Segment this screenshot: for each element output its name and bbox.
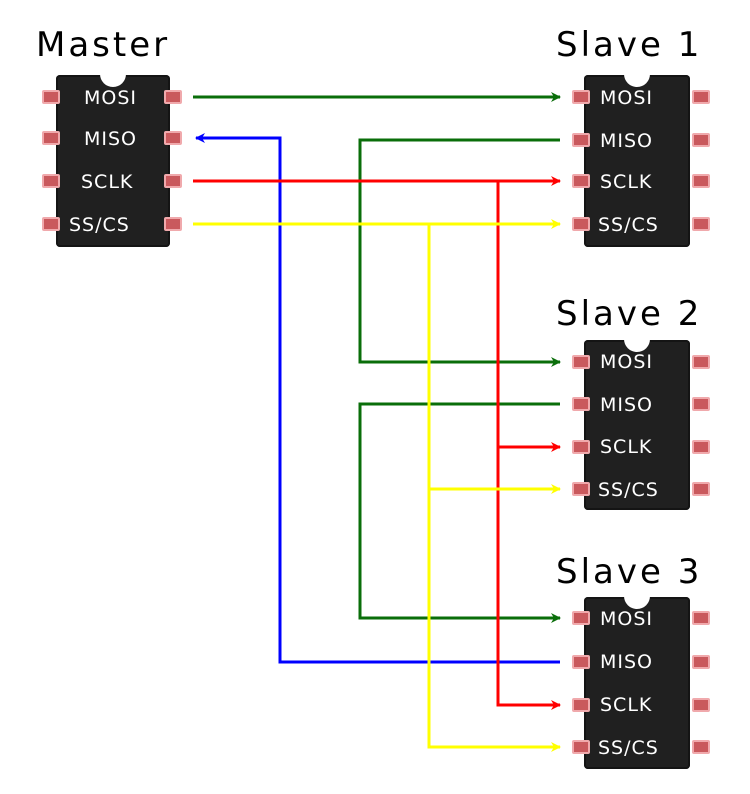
chip-notch bbox=[624, 596, 650, 609]
slave3-label-sscs: SS/CS bbox=[598, 737, 659, 759]
master-label-mosi: MOSI bbox=[84, 87, 138, 109]
slave2-label-miso: MISO bbox=[600, 394, 654, 416]
miso-wires bbox=[195, 133, 560, 664]
slave3-pin-sscs bbox=[572, 740, 590, 754]
slave3-pin-right-3 bbox=[692, 698, 710, 712]
slave3-label-sclk: SCLK bbox=[600, 694, 653, 716]
slave3-pin-right-4 bbox=[692, 740, 710, 754]
slave1-pin-miso bbox=[572, 133, 590, 147]
master-pin-left-4 bbox=[42, 217, 60, 231]
sscs-wire-to-slave3 bbox=[427, 489, 561, 752]
slave1-pin-right-4 bbox=[692, 217, 710, 231]
slave2-pin-right-2 bbox=[692, 397, 710, 411]
sclk-wire-to-slave2 bbox=[496, 181, 561, 452]
slave2-title: Slave 2 bbox=[556, 294, 703, 334]
slave3-pin-sclk bbox=[572, 698, 590, 712]
slave1-title: Slave 1 bbox=[556, 25, 703, 65]
slave1-label-mosi: MOSI bbox=[600, 87, 654, 109]
slave2-pin-right-1 bbox=[692, 355, 710, 369]
slave2-label-sclk: SCLK bbox=[600, 436, 653, 458]
master-label-miso: MISO bbox=[84, 128, 138, 150]
master-title: Master bbox=[36, 25, 171, 65]
slave3-label-mosi: MOSI bbox=[600, 608, 654, 630]
slave2-pin-sclk bbox=[572, 440, 590, 454]
master-pin-left-3 bbox=[42, 174, 60, 188]
slave1-label-sscs: SS/CS bbox=[598, 214, 659, 236]
master-chip-body bbox=[56, 74, 170, 247]
mosi-wires bbox=[193, 92, 561, 623]
slave1-chip-body bbox=[584, 74, 690, 247]
sscs-wire-to-slave2 bbox=[427, 224, 561, 494]
slave2-pin-miso bbox=[572, 397, 590, 411]
chip-notch bbox=[624, 339, 650, 352]
slave3-title: Slave 3 bbox=[556, 552, 703, 592]
master-label-sscs: SS/CS bbox=[69, 214, 130, 236]
master-pin-sscs bbox=[164, 217, 182, 231]
slave2-pin-sscs bbox=[572, 482, 590, 496]
chip-notch bbox=[624, 74, 650, 87]
slave1-pin-right-3 bbox=[692, 174, 710, 188]
slave2-pin-right-4 bbox=[692, 482, 710, 496]
slave1-pin-right-1 bbox=[692, 90, 710, 104]
slave1-pin-sscs bbox=[572, 217, 590, 231]
chip-notch bbox=[100, 74, 126, 87]
sclk-wire-to-slave3 bbox=[496, 447, 561, 710]
master-pin-sclk bbox=[164, 174, 182, 188]
slave2-pin-mosi bbox=[572, 355, 590, 369]
slave2-label-mosi: MOSI bbox=[600, 351, 654, 373]
slave3-pin-miso bbox=[572, 655, 590, 669]
slave3-chip-body bbox=[584, 596, 690, 769]
slave2-chip-body bbox=[584, 339, 690, 510]
slave3-pin-right-1 bbox=[692, 611, 710, 625]
slave1-pin-mosi bbox=[572, 90, 590, 104]
sclk-wires bbox=[193, 176, 561, 710]
slave2-label-sscs: SS/CS bbox=[598, 479, 659, 501]
slave1-pin-right-2 bbox=[692, 133, 710, 147]
mosi-wire-slave1-to-slave2 bbox=[358, 138, 561, 367]
master-pin-left-1 bbox=[42, 90, 60, 104]
slave3-pin-mosi bbox=[572, 611, 590, 625]
miso-wire-slave3-to-master bbox=[195, 133, 560, 664]
slave3-label-miso: MISO bbox=[600, 651, 654, 673]
slave3-pin-right-2 bbox=[692, 655, 710, 669]
master-label-sclk: SCLK bbox=[81, 171, 134, 193]
slave1-label-sclk: SCLK bbox=[600, 171, 653, 193]
master-pin-mosi bbox=[164, 90, 182, 104]
slave2-pin-right-3 bbox=[692, 440, 710, 454]
mosi-wire-slave2-to-slave3 bbox=[358, 402, 561, 623]
master-pin-left-2 bbox=[42, 131, 60, 145]
slave1-pin-sclk bbox=[572, 174, 590, 188]
sscs-wires bbox=[193, 219, 561, 752]
master-pin-miso bbox=[164, 131, 182, 145]
slave1-label-miso: MISO bbox=[600, 130, 654, 152]
